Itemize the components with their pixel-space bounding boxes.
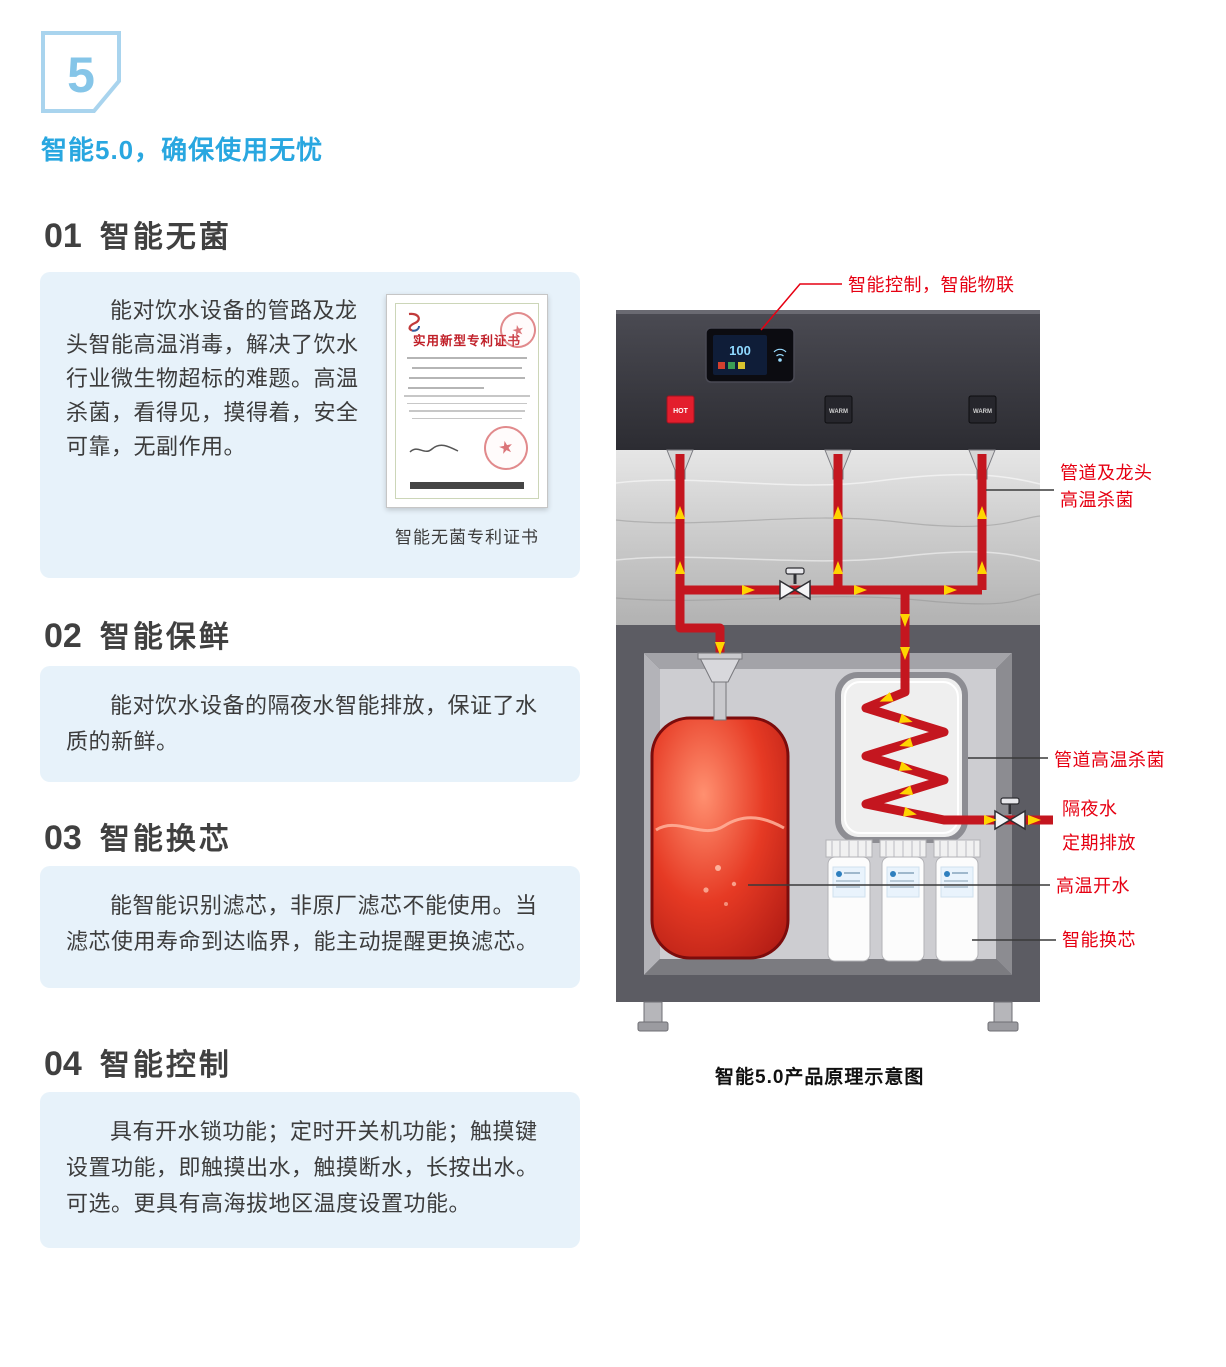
section-title: 智能控制 xyxy=(99,1049,232,1082)
section-04-box: 具有开水锁功能；定时开关机功能；触摸键设置功能，即触摸出水，触摸断水，长按出水。… xyxy=(40,1092,580,1248)
badge-pentagon-icon: 5 xyxy=(41,31,121,113)
callout-pipe-sterilize: 管道高温杀菌 xyxy=(1054,750,1165,770)
callout-hot-water: 高温开水 xyxy=(1056,876,1130,896)
diagram-caption: 智能5.0产品原理示意图 xyxy=(715,1067,925,1088)
certificate-text-line xyxy=(409,377,525,379)
section-number: 04 xyxy=(44,1045,82,1083)
red-seal-stamp-icon: ★ xyxy=(479,421,533,475)
certificate-text-line xyxy=(409,410,525,412)
tap-warm-label: WARM xyxy=(829,409,848,415)
water-dispenser-illustration: 100 HOT WARM WARM xyxy=(615,283,1056,1032)
section-01-body: 能对饮水设备的管路及龙头智能高温消毒，解决了饮水行业微生物超标的难题。高温杀菌，… xyxy=(66,298,359,459)
callout-line: 高温杀菌 xyxy=(1060,490,1134,510)
section-02-box: 能对饮水设备的隔夜水智能排放，保证了水质的新鲜。 xyxy=(40,666,580,782)
callout-smart-control: 智能控制，智能物联 xyxy=(848,275,1015,295)
filter-cartridge xyxy=(825,839,873,962)
section-04-heading: 04 智能控制 xyxy=(44,1040,232,1084)
callout-overnight-drain: 隔夜水 定期排放 xyxy=(1062,792,1136,860)
wifi-icon xyxy=(773,348,787,357)
filter-cartridge xyxy=(879,839,927,962)
tap-warm-label: WARM xyxy=(973,409,992,415)
filter-cartridge xyxy=(933,839,981,962)
signature-scribble xyxy=(409,444,459,453)
machine-legs xyxy=(637,1001,1019,1032)
hot-water-tank xyxy=(650,716,790,960)
callout-line: 隔夜水 xyxy=(1062,799,1118,819)
patent-office-logo-icon xyxy=(408,312,420,332)
control-display: 100 xyxy=(705,327,795,383)
certificate-text-line xyxy=(411,367,523,369)
callout-pipe-faucet-sterilize: 管道及龙头 高温杀菌 xyxy=(1060,460,1153,514)
certificate-text-line xyxy=(407,402,527,404)
patent-certificate-image: ★ 实用新型专利证书 ★ xyxy=(386,294,548,508)
section-03-heading: 03 智能换芯 xyxy=(44,814,232,858)
section-03-body: 能智能识别滤芯，非原厂滤芯不能使用。当滤芯使用寿命到达临界，能主动提醒更换滤芯。 xyxy=(66,893,539,954)
certificate-border: ★ 实用新型专利证书 ★ xyxy=(395,303,540,499)
stainless-panel xyxy=(615,450,1041,625)
page-title: 智能5.0，确保使用无忧 xyxy=(41,135,324,165)
certificate-column: ★ 实用新型专利证书 ★ 智能无菌专利证书 xyxy=(380,294,554,556)
callout-filter-change: 智能换芯 xyxy=(1062,930,1136,950)
flow-arrows xyxy=(675,506,1041,825)
product-principle-diagram: 100 HOT WARM WARM xyxy=(598,268,1226,1098)
tap-hot-label: HOT xyxy=(673,408,689,415)
display-value: 100 xyxy=(729,343,751,358)
certificate-caption: 智能无菌专利证书 xyxy=(395,528,539,547)
section-02-body: 能对饮水设备的隔夜水智能排放，保证了水质的新鲜。 xyxy=(66,693,538,754)
section-title: 智能保鲜 xyxy=(99,621,232,654)
certificate-title: 实用新型专利证书 xyxy=(412,334,521,348)
chapter-badge: 5 xyxy=(40,30,122,119)
section-number: 01 xyxy=(44,217,82,255)
section-number: 03 xyxy=(44,819,82,857)
drain-valve-icon xyxy=(994,797,1026,831)
filter-cartridges xyxy=(825,839,981,962)
chapter-number: 5 xyxy=(67,47,95,103)
leader-lines xyxy=(748,283,1056,941)
section-title: 智能无菌 xyxy=(99,221,232,254)
top-panel xyxy=(616,310,1040,450)
callout-line: 管道及龙头 xyxy=(1060,463,1153,483)
pipeline-valve-icon xyxy=(779,567,811,601)
callout-line: 定期排放 xyxy=(1062,833,1136,853)
certificate-text-line xyxy=(407,357,527,359)
tank-inlet-funnel xyxy=(697,652,743,721)
certificate-dark-bar xyxy=(410,482,524,489)
section-03-box: 能智能识别滤芯，非原厂滤芯不能使用。当滤芯使用寿命到达临界，能主动提醒更换滤芯。 xyxy=(40,866,580,988)
certificate-text-line xyxy=(404,395,530,397)
section-number: 02 xyxy=(44,617,82,655)
section-01-box: 能对饮水设备的管路及龙头智能高温消毒，解决了饮水行业微生物超标的难题。高温杀菌，… xyxy=(40,272,580,578)
certificate-text-line xyxy=(411,417,523,419)
section-02-heading: 02 智能保鲜 xyxy=(44,612,232,656)
section-04-body: 具有开水锁功能；定时开关机功能；触摸键设置功能，即触摸出水，触摸断水，长按出水。… xyxy=(66,1119,539,1216)
section-01-heading: 01 智能无菌 xyxy=(44,212,232,256)
section-title: 智能换芯 xyxy=(99,823,232,856)
certificate-text-line xyxy=(408,387,484,389)
